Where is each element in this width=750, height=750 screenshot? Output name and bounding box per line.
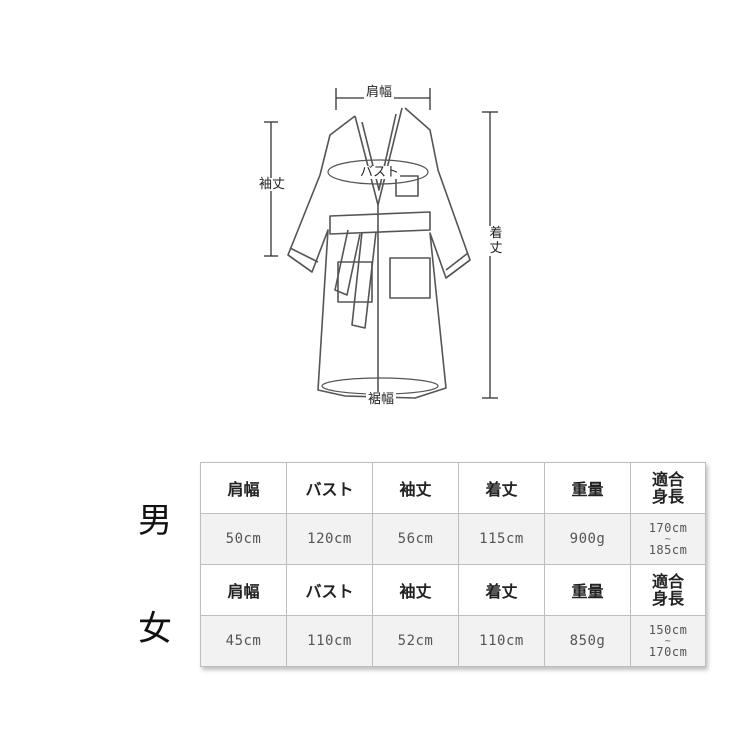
belt-tail-left <box>334 229 361 296</box>
sleeve-label: 袖丈 <box>259 177 286 192</box>
female-height-to: 170cm <box>648 644 688 659</box>
bust-measure-ellipse <box>327 159 429 185</box>
female-height-value: 150cm ~ 170cm <box>630 615 706 667</box>
right-cuff <box>445 252 471 279</box>
header-height-line2: 身長 <box>651 589 684 608</box>
header-cell: バスト <box>286 564 373 616</box>
female-header-row: 肩幅 バスト 袖丈 着丈 重量 適合 身長 <box>200 564 706 616</box>
gender-female-label: 女 <box>138 609 172 649</box>
header-cell: 着丈 <box>458 462 545 514</box>
header-cell: バスト <box>286 462 373 514</box>
male-value-row: 50cm 120cm 56cm 115cm 900g 170cm ~ 185cm <box>200 513 706 565</box>
belt-tail-right <box>351 231 377 329</box>
header-height-line1: 適合 <box>651 572 684 591</box>
bust-label: バスト <box>359 165 401 180</box>
header-cell: 重量 <box>544 462 631 514</box>
header-cell-height: 適合 身長 <box>630 564 706 616</box>
header-height-line2: 身長 <box>651 487 684 506</box>
chest-pocket <box>395 175 419 197</box>
male-bust-value: 120cm <box>286 513 373 565</box>
right-pocket <box>389 257 431 299</box>
gender-male-label: 男 <box>138 501 172 541</box>
female-bust-value: 110cm <box>286 615 373 667</box>
hem-label: 裾幅 <box>366 392 397 407</box>
male-height-to: 185cm <box>648 542 688 557</box>
male-shoulder-value: 50cm <box>200 513 287 565</box>
robe-outline <box>287 107 471 399</box>
male-height-from: 170cm <box>648 520 688 535</box>
male-height-sep: ~ <box>664 533 672 545</box>
belt <box>329 211 431 235</box>
female-value-row: 45cm 110cm 52cm 110cm 850g 150cm ~ 170cm <box>200 615 706 667</box>
female-sleeve-value: 52cm <box>372 615 459 667</box>
male-header-row: 肩幅 バスト 袖丈 着丈 重量 適合 身長 <box>200 462 706 514</box>
header-cell: 着丈 <box>458 564 545 616</box>
robe-collar <box>354 107 403 206</box>
header-cell: 肩幅 <box>200 462 287 514</box>
header-cell: 重量 <box>544 564 631 616</box>
male-height-value: 170cm ~ 185cm <box>630 513 706 565</box>
header-height-line1: 適合 <box>651 470 684 489</box>
female-height-sep: ~ <box>664 635 672 647</box>
header-cell: 袖丈 <box>372 462 459 514</box>
left-cuff <box>287 247 319 273</box>
female-weight-value: 850g <box>544 615 631 667</box>
left-pocket <box>337 261 373 303</box>
male-weight-value: 900g <box>544 513 631 565</box>
female-shoulder-value: 45cm <box>200 615 287 667</box>
size-table: 肩幅 バスト 袖丈 着丈 重量 適合 身長 50cm 120cm 56cm 11… <box>200 462 706 667</box>
header-cell: 袖丈 <box>372 564 459 616</box>
male-sleeve-value: 56cm <box>372 513 459 565</box>
header-cell: 肩幅 <box>200 564 287 616</box>
female-length-value: 110cm <box>458 615 545 667</box>
header-cell-height: 適合 身長 <box>630 462 706 514</box>
robe-diagram <box>264 88 498 399</box>
shoulder-label: 肩幅 <box>364 85 395 100</box>
length-label: 着丈 <box>489 226 503 256</box>
male-length-value: 115cm <box>458 513 545 565</box>
female-height-from: 150cm <box>648 622 688 637</box>
